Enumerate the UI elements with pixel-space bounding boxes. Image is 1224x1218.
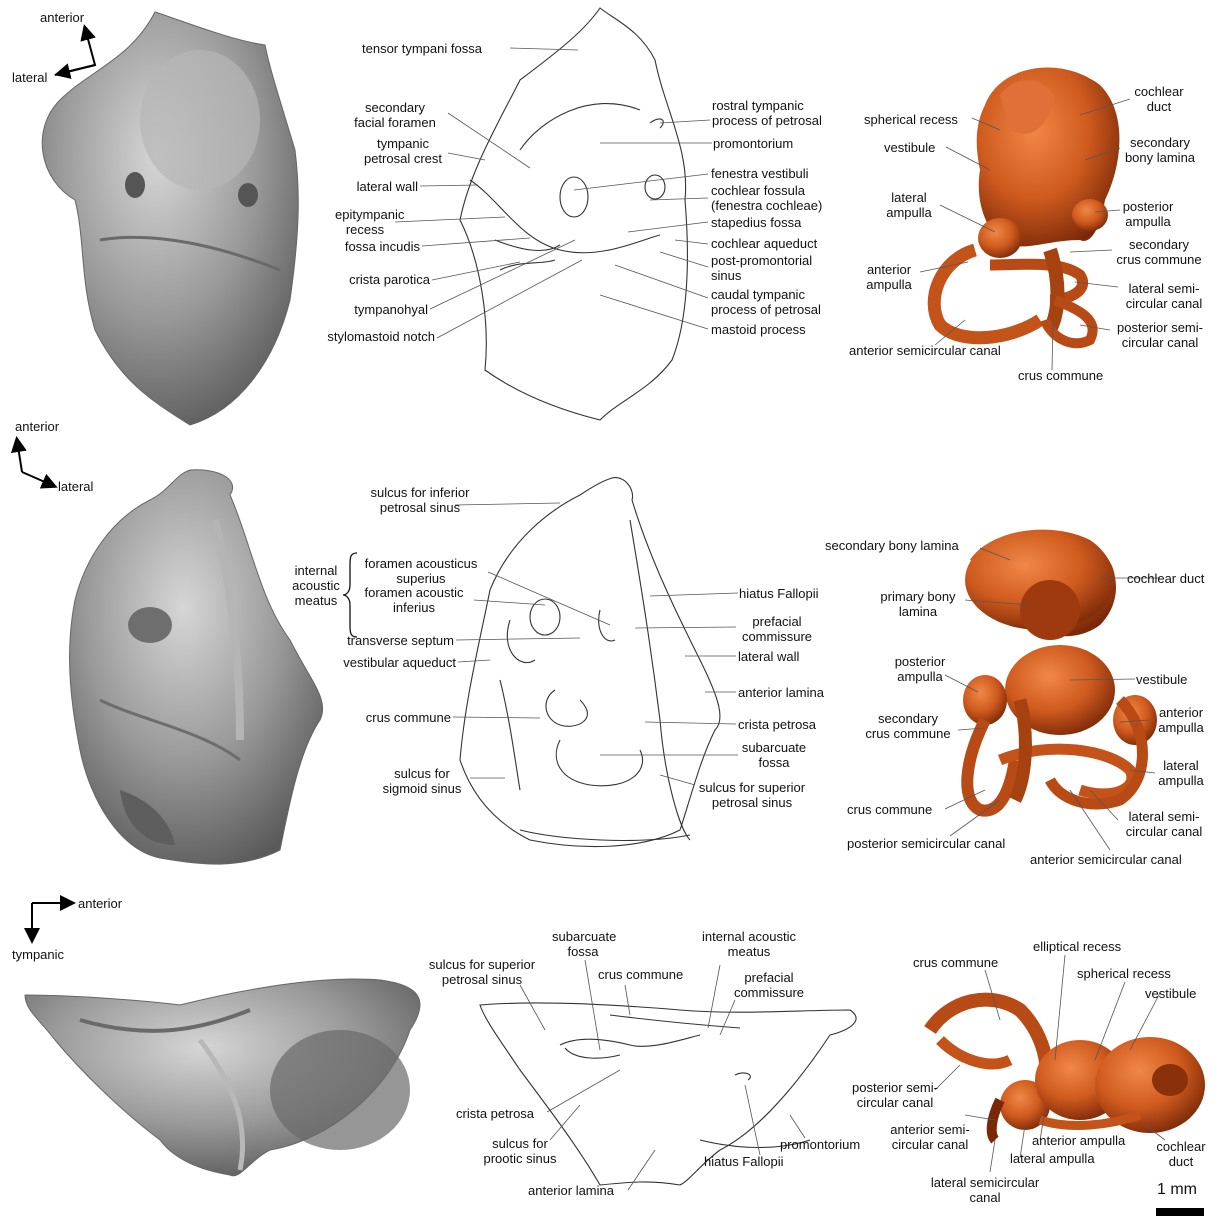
label-foramen-acousticus-superius: foramen acousticus superius xyxy=(355,556,487,586)
petrosal-render-medial-view xyxy=(25,979,420,1176)
scale-bar-label: 1 mm xyxy=(1157,1181,1197,1199)
ear-label-secondary-bony-lamina-row1: secondary bony lamina xyxy=(1115,135,1205,165)
label-sulcus-sigmoid-sinus: sulcus for sigmoid sinus xyxy=(375,766,469,796)
orientation-label-lateral-row1: lateral xyxy=(12,70,47,85)
ear-label-vestibule-row1: vestibule xyxy=(884,140,935,155)
label-crista-petrosa-row3: crista petrosa xyxy=(456,1106,534,1121)
orientation-arrows-row3 xyxy=(32,903,72,940)
ear-label-anterior-semicircular-canal-row1: anterior semicircular canal xyxy=(849,343,1001,358)
petrosal-drawing-endocranial-view xyxy=(460,478,720,847)
orientation-label-tympanic-row3: tympanic xyxy=(12,947,64,962)
label-sulcus-inferior-petrosal-sinus: sulcus for inferior petrosal sinus xyxy=(360,485,480,515)
label-crus-commune-row2: crus commune xyxy=(330,710,451,725)
ear-label-posterior-semicircular-canal-row2: posterior semicircular canal xyxy=(847,836,1005,851)
label-anterior-lamina-row3: anterior lamina xyxy=(528,1183,614,1198)
label-rostral-tympanic-process: rostral tympanic process of petrosal xyxy=(712,98,822,128)
petrosal-render-endocranial-view xyxy=(70,470,323,864)
label-crus-commune-row3: crus commune xyxy=(598,967,683,982)
ear-label-lateral-ampulla-row2: lateral ampulla xyxy=(1155,758,1207,788)
ear-label-vestibule-row2: vestibule xyxy=(1136,672,1187,687)
ear-label-cochlear-duct-row3: cochlear duct xyxy=(1150,1139,1212,1169)
leader-lines-row2 xyxy=(453,503,738,785)
ear-label-secondary-bony-lamina-row2: secondary bony lamina xyxy=(825,538,959,553)
label-sulcus-prootic-sinus: sulcus for prootic sinus xyxy=(470,1136,570,1166)
label-crista-petrosa-row2: crista petrosa xyxy=(738,717,816,732)
label-vestibular-aqueduct: vestibular aqueduct xyxy=(300,655,456,670)
label-stapedius-fossa: stapedius fossa xyxy=(711,215,801,230)
ear-label-vestibule-row3: vestibule xyxy=(1145,986,1196,1001)
ear-label-crus-commune-row2: crus commune xyxy=(847,802,932,817)
ear-label-secondary-crus-commune-row1: secondary crus commune xyxy=(1110,237,1208,267)
label-hiatus-fallopii-row3: hiatus Fallopii xyxy=(704,1154,784,1169)
inner-ear-endocast-row3 xyxy=(930,1000,1205,1140)
label-tympanohyal: tympanohyal xyxy=(300,302,428,317)
orientation-arrows-row1 xyxy=(55,28,95,75)
label-promontorium-row3: promontorium xyxy=(780,1137,860,1152)
inner-ear-endocast-row1 xyxy=(934,68,1119,344)
label-subarcuate-fossa-row2: subarcuate fossa xyxy=(735,740,813,770)
orientation-label-anterior-row3: anterior xyxy=(78,896,122,911)
ear-label-posterior-semicircular-canal-row3: posterior semi- circular canal xyxy=(843,1080,947,1110)
ear-label-crus-commune-row1: crus commune xyxy=(1018,368,1103,383)
ear-label-posterior-semicircular-canal-row1: posterior semi- circular canal xyxy=(1105,320,1215,350)
label-sulcus-superior-petrosal-sinus-row2: sulcus for superior petrosal sinus xyxy=(688,780,816,810)
label-mastoid-process: mastoid process xyxy=(711,322,806,337)
ear-label-anterior-semicircular-canal-row2: anterior semicircular canal xyxy=(1030,852,1182,867)
label-stylomastoid-notch: stylomastoid notch xyxy=(300,329,435,344)
ear-label-lateral-ampulla-row3: lateral ampulla xyxy=(1010,1151,1095,1166)
label-promontorium-row1: promontorium xyxy=(713,136,793,151)
label-lateral-wall-row2: lateral wall xyxy=(738,649,799,664)
label-hiatus-fallopii-row2: hiatus Fallopii xyxy=(739,586,819,601)
label-prefacial-commissure-row3: prefacial commissure xyxy=(728,970,810,1000)
petrosal-render-tympanic-view xyxy=(42,12,298,425)
label-internal-acoustic-meatus-row3: internal acoustic meatus xyxy=(690,929,808,959)
label-epitympanic-recess: epitympanic recess xyxy=(335,207,395,237)
ear-label-anterior-ampulla-row2: anterior ampulla xyxy=(1150,705,1212,735)
label-cochlear-aqueduct: cochlear aqueduct xyxy=(711,236,817,251)
label-subarcuate-fossa-row3: subarcuate fossa xyxy=(552,929,614,959)
ear-label-cochlear-duct-row2: cochlear duct xyxy=(1127,571,1204,586)
label-prefacial-commissure-row2: prefacial commissure xyxy=(736,614,818,644)
label-anterior-lamina-row2: anterior lamina xyxy=(738,685,824,700)
label-lateral-wall-row1: lateral wall xyxy=(300,179,418,194)
label-foramen-acoustic-inferius: foramen acoustic inferius xyxy=(355,585,473,615)
ear-label-posterior-ampulla-row2: posterior ampulla xyxy=(888,654,952,684)
ear-label-spherical-recess-row3: spherical recess xyxy=(1077,966,1171,981)
label-fossa-incudis: fossa incudis xyxy=(300,239,420,254)
ear-label-spherical-recess-row1: spherical recess xyxy=(864,112,958,127)
ear-label-primary-bony-lamina: primary bony lamina xyxy=(873,589,963,619)
ear-label-crus-commune-row3: crus commune xyxy=(913,955,998,970)
petrosal-drawing-tympanic-view xyxy=(460,8,687,420)
orientation-label-lateral-row2: lateral xyxy=(58,479,93,494)
label-crista-parotica: crista parotica xyxy=(300,272,430,287)
orientation-label-anterior-row1: anterior xyxy=(40,10,84,25)
ear-label-secondary-crus-commune-row2: secondary crus commune xyxy=(858,711,958,741)
ear-label-lateral-semicircular-canal-row2: lateral semi- circular canal xyxy=(1115,809,1213,839)
ear-label-lateral-semicircular-canal-row1: lateral semi- circular canal xyxy=(1115,281,1213,311)
orientation-arrows-row2 xyxy=(17,440,54,486)
label-cochlear-fossula: cochlear fossula (fenestra cochleae) xyxy=(711,183,822,213)
ear-label-lateral-semicircular-canal-row3: lateral semicircular canal xyxy=(920,1175,1050,1205)
label-tensor-tympani-fossa: tensor tympani fossa xyxy=(362,41,482,56)
label-internal-acoustic-meatus-row2: internal acoustic meatus xyxy=(287,563,345,608)
ear-label-anterior-ampulla-row3: anterior ampulla xyxy=(1032,1133,1125,1148)
ear-label-elliptical-recess: elliptical recess xyxy=(1033,939,1121,954)
ear-label-posterior-ampulla-row1: posterior ampulla xyxy=(1115,199,1181,229)
orientation-label-anterior-row2: anterior xyxy=(15,419,59,434)
label-post-promontorial-sinus: post-promontorial sinus xyxy=(711,253,812,283)
label-caudal-tympanic-process: caudal tympanic process of petrosal xyxy=(711,287,821,317)
label-fenestra-vestibuli: fenestra vestibuli xyxy=(711,166,809,181)
ear-label-anterior-semicircular-canal-row3: anterior semi- circular canal xyxy=(880,1122,980,1152)
ear-label-cochlear-duct-row1: cochlear duct xyxy=(1128,84,1190,114)
ear-label-lateral-ampulla-row1: lateral ampulla xyxy=(878,190,940,220)
label-tympanic-petrosal-crest: tympanic petrosal crest xyxy=(355,136,451,166)
ear-label-anterior-ampulla-row1: anterior ampulla xyxy=(858,262,920,292)
label-sulcus-superior-petrosal-sinus-row3: sulcus for superior petrosal sinus xyxy=(420,957,544,987)
scale-bar xyxy=(1156,1208,1204,1216)
label-secondary-facial-foramen: secondary facial foramen xyxy=(345,100,445,130)
leader-lines-row1 xyxy=(395,48,712,338)
label-transverse-septum: transverse septum xyxy=(300,633,454,648)
